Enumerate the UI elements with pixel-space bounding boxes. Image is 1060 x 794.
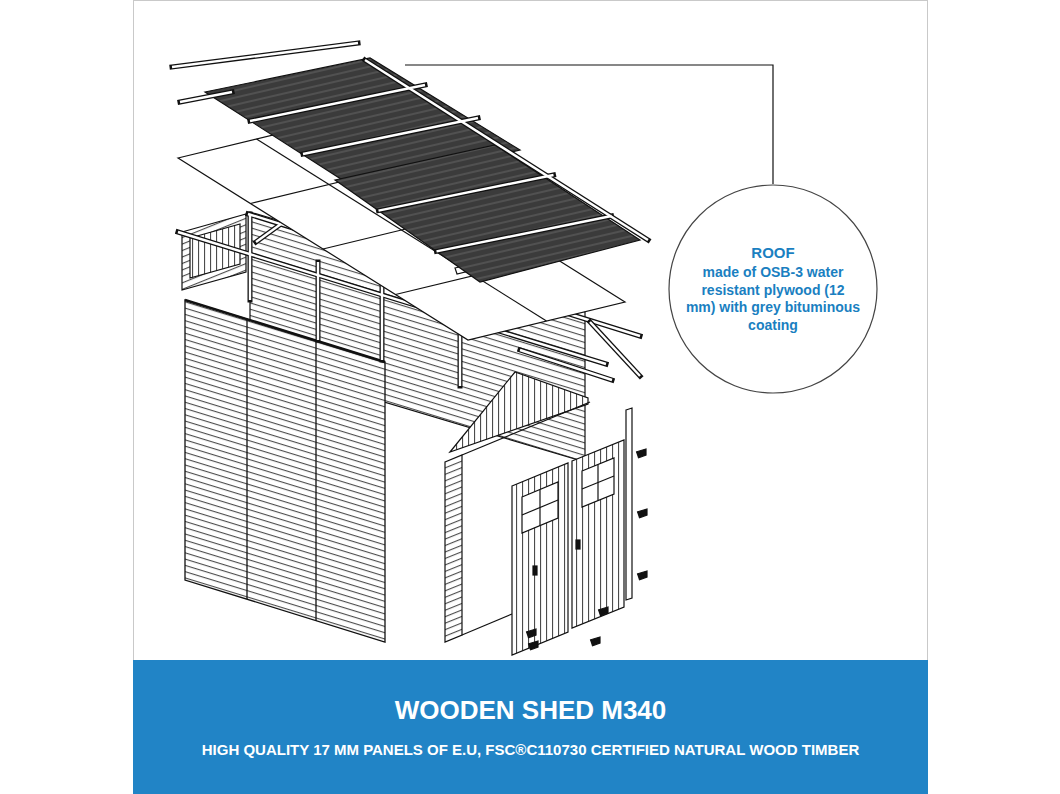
band-subtitle: HIGH QUALITY 17 MM PANELS OF E.U, FSC®C1… (202, 741, 860, 760)
side-wall (185, 300, 385, 362)
hardware (626, 408, 632, 600)
side-wall (185, 300, 385, 642)
callout-heading: ROOF (751, 244, 794, 263)
image-frame (134, 1, 928, 794)
door-wall (522, 482, 558, 533)
side-wall (315, 340, 316, 621)
door-wall (445, 402, 624, 655)
hardware (590, 637, 600, 646)
callout-ellipse: ROOFmade of OSB-3 water resistant plywoo… (668, 184, 878, 394)
roof-battens (172, 43, 648, 380)
text-holder: ROOFmade of OSB-3 water resistant plywoo… (685, 184, 861, 394)
text-holder: WOODEN SHED M340HIGH QUALITY 17 MM PANEL… (143, 660, 918, 794)
bitumen-felt (335, 145, 640, 282)
door-wall (512, 463, 568, 655)
band-title: WOODEN SHED M340 (395, 694, 667, 727)
door-wall (576, 540, 580, 549)
roof-battens (172, 43, 648, 380)
door-wall (533, 566, 537, 575)
hardware (526, 629, 536, 638)
door-wall (582, 476, 614, 489)
hardware (598, 607, 608, 616)
hardware (636, 449, 646, 458)
hardware (637, 509, 647, 518)
side-wall (246, 319, 247, 599)
hardware (528, 641, 538, 650)
roof-battens (172, 43, 648, 380)
bitumen-felt (205, 58, 640, 282)
door-wall (522, 500, 558, 515)
door-wall (462, 402, 590, 455)
callout-outline (669, 185, 877, 393)
title-band: WOODEN SHED M340HIGH QUALITY 17 MM PANEL… (133, 660, 928, 794)
side-wall (185, 300, 385, 642)
door-wall (445, 455, 462, 642)
door-wall (462, 614, 512, 635)
hardware (526, 408, 647, 650)
roof-battens (172, 43, 648, 380)
hardware (637, 571, 647, 580)
leader-line (405, 65, 773, 184)
callout-text: made of OSB-3 water resistant plywood (1… (685, 264, 861, 334)
door-wall (582, 458, 614, 507)
door-wall (572, 440, 624, 628)
